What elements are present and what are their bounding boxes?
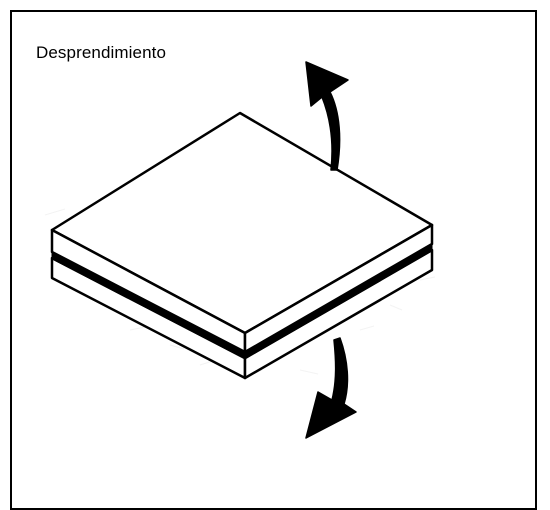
top-layer — [50, 111, 434, 354]
separation-line — [51, 243, 433, 360]
arrow-up-curved-icon — [305, 61, 349, 171]
figure-caption: Desprendimiento — [36, 43, 167, 62]
delamination-diagram — [44, 61, 436, 439]
top-layer-right-face — [243, 223, 434, 354]
arrow-down-curved-icon — [305, 337, 357, 439]
